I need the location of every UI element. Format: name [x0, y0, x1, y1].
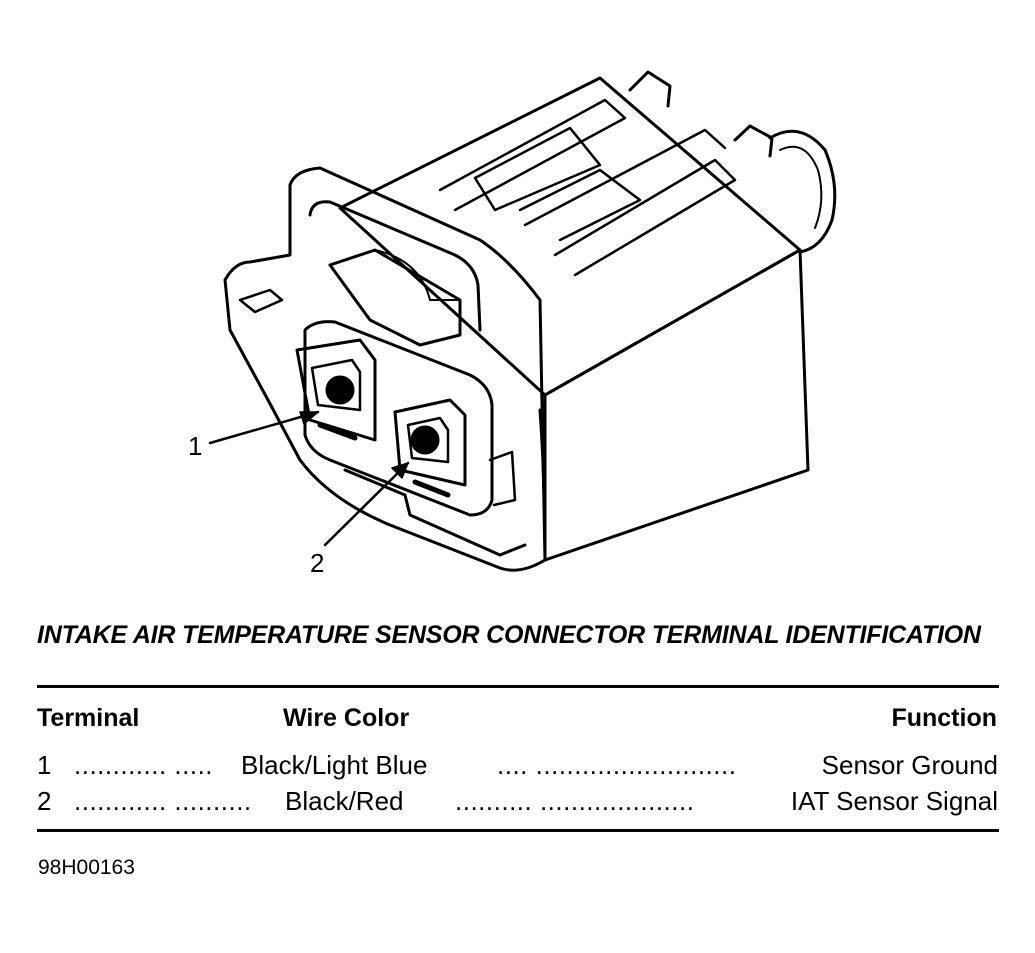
- leader-line-2: [323, 461, 410, 547]
- terminal-number: 1: [37, 750, 52, 780]
- figure-title: INTAKE AIR TEMPERATURE SENSOR CONNECTOR …: [37, 621, 981, 649]
- terminal-function: Sensor Ground: [821, 750, 998, 780]
- terminal-function: IAT Sensor Signal: [790, 786, 998, 816]
- rear-boss: [768, 129, 837, 254]
- column-header-terminal: Terminal: [37, 704, 140, 732]
- latch-arch: [308, 200, 482, 332]
- cavity-1: [295, 338, 377, 442]
- top-rib-2: [473, 126, 602, 212]
- leader-dots: ............ ..........: [74, 786, 252, 816]
- cavity-2-slot: [412, 479, 451, 498]
- top-rib-4: [553, 158, 737, 277]
- cavity-2-inner: [406, 416, 450, 464]
- rear-tab-right: [733, 124, 774, 158]
- table-row: 1 ............ ..... Black/Light Blue ..…: [37, 750, 998, 782]
- leader-dots: ............ .....: [74, 750, 214, 780]
- terminal-block: [303, 320, 494, 517]
- terminal-number: 2: [37, 786, 52, 816]
- left-ear: [238, 288, 284, 314]
- rear-boss-inner: [779, 145, 823, 229]
- cavity-1-inner: [310, 358, 362, 412]
- wire-color: Black/Light Blue: [241, 750, 428, 780]
- top-rib-3: [518, 168, 642, 242]
- column-header-function: Function: [891, 704, 997, 732]
- top-rib-1: [438, 98, 627, 212]
- right-lock-tab: [488, 450, 517, 507]
- leader-arrow-1: [299, 411, 319, 425]
- front-housing-outer: [223, 166, 547, 572]
- leader-dots: .... ..........................: [497, 750, 737, 780]
- cavity-2: [393, 398, 467, 487]
- latch-bar-inner: [374, 249, 461, 301]
- column-header-wire-color: Wire Color: [283, 704, 410, 732]
- terminal-1-pin: [325, 375, 355, 405]
- figure-id: 98H00163: [38, 856, 135, 879]
- callout-label-1: 1: [188, 431, 203, 461]
- cavity-1-slot: [317, 422, 358, 441]
- wire-color: Black/Red: [285, 786, 404, 816]
- leader-dots: .......... ....................: [455, 786, 695, 816]
- body-right-face: [543, 248, 810, 562]
- table-row: 2 ............ .......... Black/Red ....…: [37, 786, 998, 818]
- rear-tab-top: [628, 70, 672, 108]
- leader-line-1: [208, 410, 320, 445]
- table-bottom-rule: [37, 829, 999, 832]
- connector-diagram: [208, 70, 837, 572]
- callout-label-2: 2: [310, 548, 325, 578]
- latch-bar: [328, 248, 462, 347]
- terminal-2-pin: [410, 425, 440, 455]
- table-top-rule: [37, 685, 999, 688]
- top-rib-5: [523, 128, 727, 227]
- leader-arrow-2: [391, 462, 409, 479]
